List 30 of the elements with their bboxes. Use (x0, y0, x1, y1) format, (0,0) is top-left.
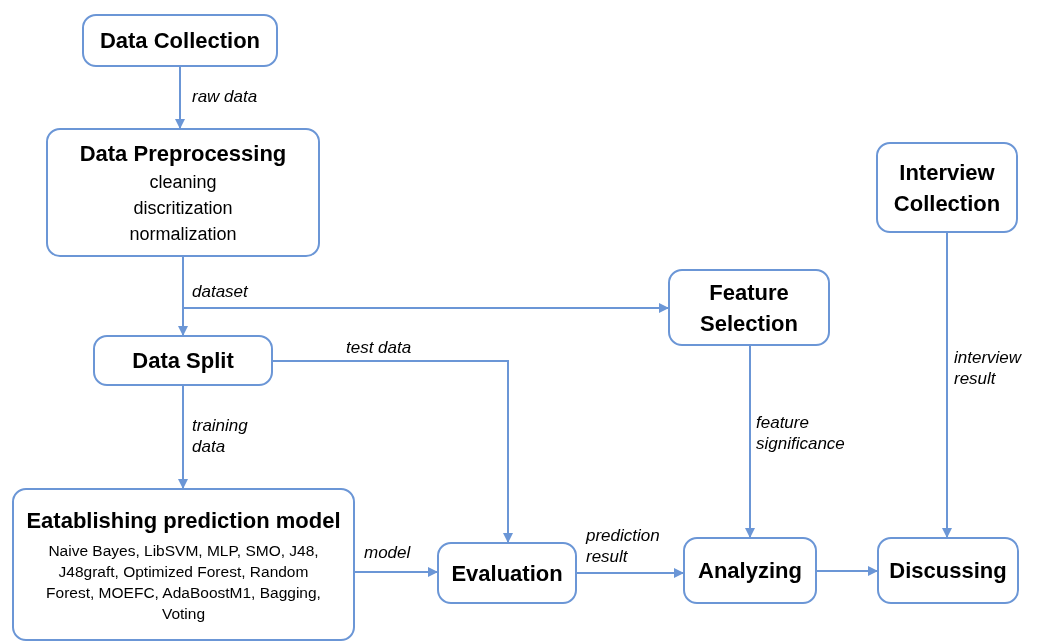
box-title: Data Preprocessing (79, 140, 287, 168)
box-title: Analyzing (698, 557, 802, 585)
box-text: normalization (129, 223, 237, 246)
box-text: discritization (133, 197, 233, 220)
arrow (175, 66, 185, 129)
process-box (876, 142, 1018, 233)
arrow (942, 232, 952, 538)
process-box (683, 537, 817, 604)
arrow (576, 568, 684, 578)
process-box (877, 537, 1019, 604)
process-box (437, 542, 577, 604)
arrow (354, 567, 438, 577)
box-title: Discussing (889, 557, 1007, 585)
arrow (745, 345, 755, 538)
box-text: Naive Bayes, LibSVM, MLP, SMO, J48, J48graft, Optimized Forest, Random Forest, MOEFC, AdaBoostM1, Bagging, Voting (45, 541, 322, 624)
box-title: Data Collection (99, 27, 261, 55)
arrow (272, 360, 513, 543)
box-title: Eatablishing prediction model (26, 507, 341, 535)
process-box (46, 128, 320, 257)
arrow (178, 385, 188, 489)
box-title: Feature Selection (699, 278, 799, 338)
process-box (668, 269, 830, 346)
process-box (82, 14, 278, 67)
process-box (12, 488, 355, 641)
box-text: cleaning (149, 171, 217, 194)
box-title: Evaluation (451, 559, 563, 588)
process-box (93, 335, 273, 386)
arrow (816, 566, 878, 576)
box-title: Interview Collection (892, 158, 1002, 218)
box-title: Data Split (132, 347, 234, 375)
